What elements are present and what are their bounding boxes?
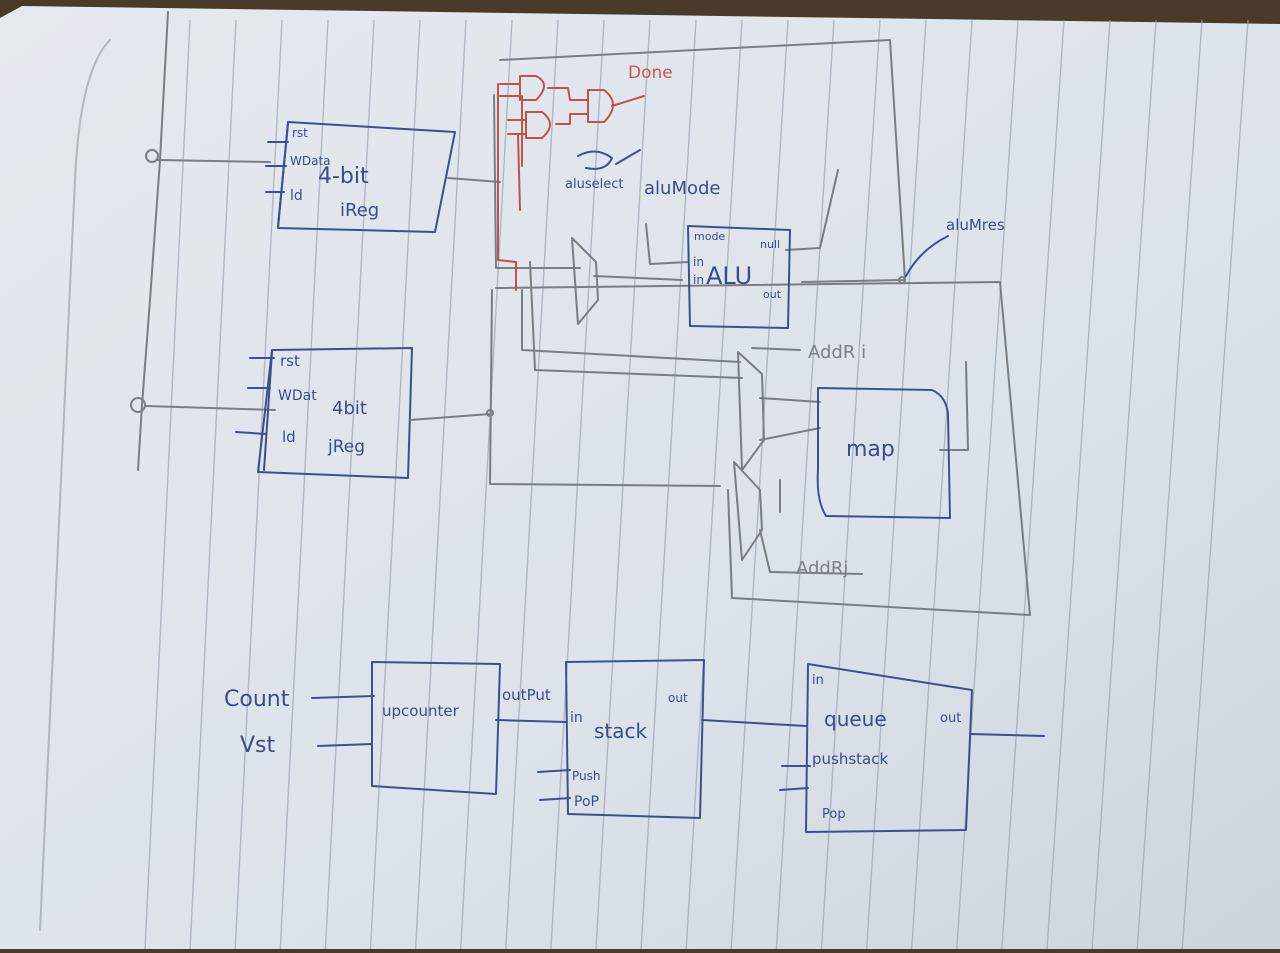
queue-block: in queue out pushstack Pop <box>805 663 973 833</box>
ireg-pin-rst: rst <box>292 126 308 140</box>
map-title: map <box>846 437 895 462</box>
upcounter-block: upcounter outPut <box>371 661 551 795</box>
rule-line <box>1001 19 1065 950</box>
rule-line <box>911 19 973 950</box>
jreg-pin-wdat: WDat <box>278 388 317 404</box>
stack-pin-in: in <box>570 710 583 726</box>
queue-pin-pushstack: pushstack <box>812 750 888 768</box>
alu-mode-label: aluMode <box>644 178 720 199</box>
jreg-pin-rst: rst <box>280 352 300 370</box>
queue-pin-pop: Pop <box>822 807 846 822</box>
ireg-subtitle: iReg <box>340 200 379 221</box>
rule-line <box>730 19 789 950</box>
jreg-block: rst WDat ld 4bit jReg <box>235 347 413 479</box>
rule-line <box>640 19 697 950</box>
paper-sheet <box>0 6 1280 949</box>
rule-line <box>1136 19 1203 950</box>
rule-line <box>414 19 467 950</box>
ireg-pin-wdata: WData <box>290 154 331 168</box>
alu-title: ALU <box>706 262 752 290</box>
count-label: Count <box>224 687 290 712</box>
queue-title: queue <box>824 707 887 731</box>
done-label: Done <box>628 63 673 83</box>
rule-line <box>1181 19 1249 950</box>
stack-output: out <box>668 691 688 705</box>
done-logic: Done <box>497 63 673 291</box>
queue-pin-in: in <box>812 673 824 688</box>
ireg-block: rst WData ld 4-bit iReg <box>265 121 456 233</box>
jreg-pin-ld: ld <box>282 428 296 446</box>
margin-line <box>39 39 111 931</box>
stack-title: stack <box>594 719 648 743</box>
rule-line <box>279 19 329 950</box>
stack-pin-pop: PoP <box>574 794 599 810</box>
rule-line <box>369 19 421 950</box>
rule-line <box>324 19 375 950</box>
alu-pin-mode: mode <box>694 230 725 243</box>
alu-select-mux <box>571 237 599 325</box>
alu-pin-in-b: in <box>693 273 704 287</box>
bus-junction <box>145 149 159 163</box>
addr-i-mux <box>737 351 765 471</box>
stack-block: in stack out Push PoP <box>565 659 705 819</box>
input-bus-line <box>137 11 169 471</box>
rule-line <box>1046 19 1111 950</box>
rule-line <box>865 19 927 950</box>
addr-j-label: AddRj <box>796 558 848 579</box>
alu-block: mode in in null out ALU <box>687 225 791 329</box>
rule-line <box>1091 19 1157 950</box>
ruled-lines <box>144 19 1249 950</box>
alu-select-label: aluselect <box>565 177 623 192</box>
rule-line <box>189 19 237 950</box>
jreg-subtitle: jReg <box>327 437 365 457</box>
rule-line <box>144 19 191 950</box>
bus-junction <box>130 397 146 413</box>
upcounter-title: upcounter <box>382 702 460 720</box>
ireg-pin-ld: ld <box>290 188 303 204</box>
queue-output: out <box>940 711 961 726</box>
ireg-title: 4-bit <box>318 164 369 189</box>
alu-res-label: aluMres <box>946 216 1005 234</box>
rule-line <box>460 19 513 950</box>
alu-pin-null: null <box>760 238 780 251</box>
upcounter-output: outPut <box>502 686 551 704</box>
rule-line <box>685 19 743 950</box>
jreg-title: 4bit <box>332 398 367 419</box>
alu-pin-out: out <box>763 288 782 301</box>
addr-i-label: AddR i <box>808 342 866 363</box>
rule-line <box>820 19 881 950</box>
alu-pin-in-a: in <box>693 255 704 269</box>
rule-line <box>775 19 835 950</box>
rst-label: Vst <box>240 733 276 758</box>
stack-pin-push: Push <box>572 769 601 783</box>
map-block: map <box>816 387 951 519</box>
rule-line <box>234 19 283 950</box>
addr-j-mux <box>733 461 763 561</box>
